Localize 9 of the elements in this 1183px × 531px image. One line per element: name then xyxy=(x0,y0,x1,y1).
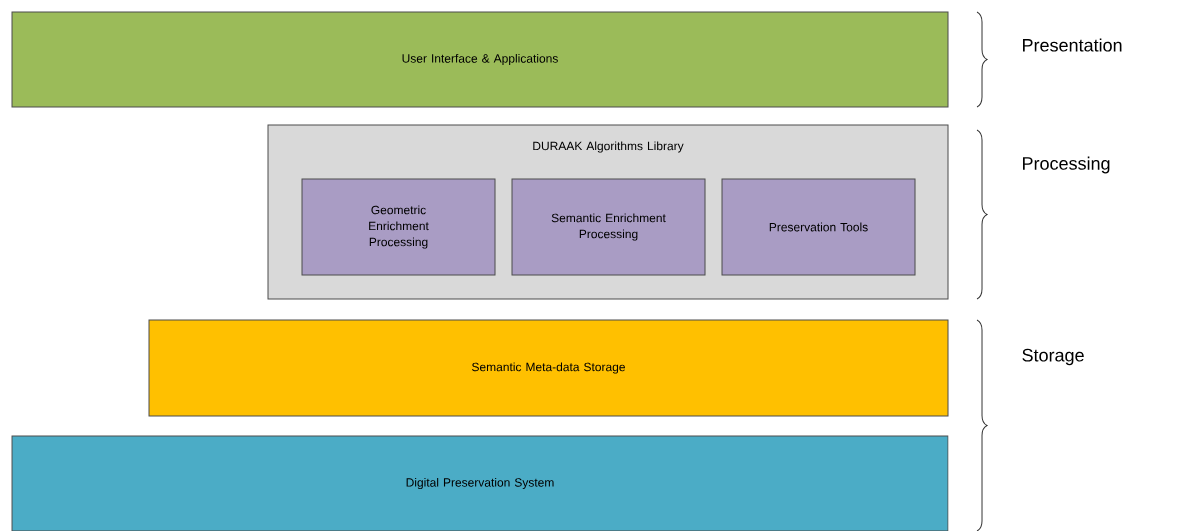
module-box: Semantic Enrichment Processing xyxy=(511,178,706,276)
layer-box: Digital Preservation System xyxy=(11,435,949,531)
layer-label: Storage xyxy=(1022,348,1084,366)
layer-box: Semantic Meta-data Storage xyxy=(148,319,949,417)
layer-box: User Interface & Applications xyxy=(11,11,949,108)
module-box: Preservation Tools xyxy=(721,178,916,276)
module-box: Geometric Enrichment Processing xyxy=(301,178,496,276)
layer-label: Presentation xyxy=(1023,38,1122,52)
layer-label: Processing xyxy=(1023,156,1110,174)
